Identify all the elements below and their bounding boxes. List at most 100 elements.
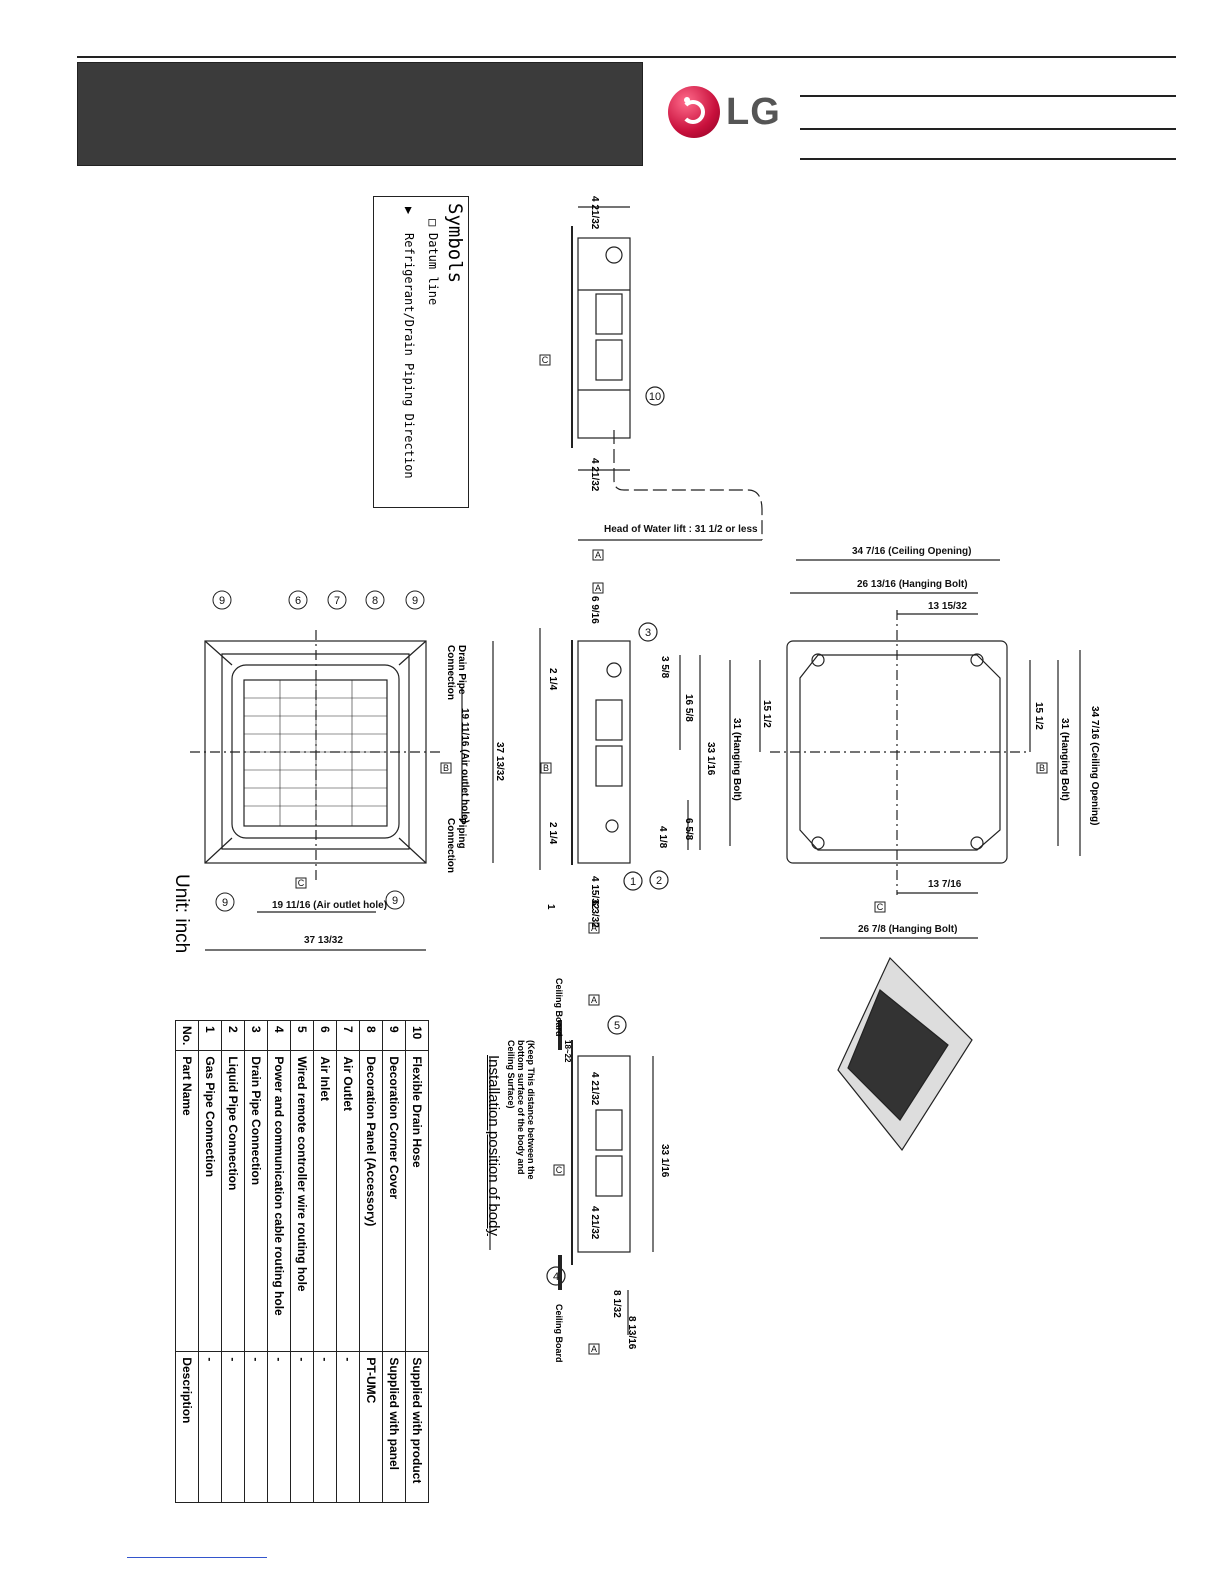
table-cell: Air Inlet [313, 1050, 337, 1352]
table-cell: 8 [359, 1020, 383, 1051]
callout-9-c: 9 [222, 897, 228, 909]
header-rule-1 [800, 95, 1176, 97]
table-cell: Decoration Panel (Accessory) [359, 1050, 383, 1352]
table-cell: - [244, 1351, 268, 1503]
table-cell: - [290, 1351, 314, 1503]
table-cell: Supplied with product [405, 1351, 429, 1503]
install-dim-5: 8 13/16 [626, 1316, 637, 1350]
datum-b-body: B [543, 763, 549, 773]
datum-b-top: B [1039, 763, 1045, 773]
callout-4: 4 [553, 1271, 559, 1283]
top-view-outline [786, 640, 1008, 864]
table-cell: 5 [290, 1020, 314, 1051]
dim-body-10: 1 [545, 904, 556, 910]
callout-9-d: 9 [392, 895, 398, 907]
datum-a-side: A [595, 550, 601, 560]
dim-half-width: 13 15/32 [928, 601, 967, 612]
brand-name: LG [726, 90, 781, 133]
dim-hanging-width: 26 13/16 (Hanging Bolt) [857, 579, 968, 590]
callout-1: 1 [630, 876, 636, 888]
table-cell: 7 [336, 1020, 360, 1051]
table-cell: Flexible Drain Hose [405, 1050, 429, 1352]
dim-hanging-height: 31 (Hanging Bolt) [1059, 718, 1070, 801]
table-cell: 9 [382, 1020, 406, 1051]
dim-body-4: 16 5/8 [683, 694, 694, 722]
dim-front-width: 37 13/32 [304, 935, 343, 946]
dim-front-outlet-v: 19 11/16 (Air outlet hole) [459, 708, 470, 824]
dim-half-width-2: 13 7/16 [928, 879, 962, 890]
table-cell: Liquid Pipe Connection [221, 1050, 245, 1352]
table-cell: Decoration Corner Cover [382, 1050, 406, 1352]
table-cell: Supplied with panel [382, 1351, 406, 1503]
table-cell: Air Outlet [336, 1050, 360, 1352]
dim-side-bottom: 4 21/32 [589, 458, 600, 492]
callout-7: 7 [334, 595, 340, 607]
symbols-legend: Symbols □ Datum line ▶ Refrigerant/Drain… [373, 196, 469, 508]
install-dim-3: 33 1/16 [659, 1144, 670, 1178]
datum-b-front: B [443, 763, 449, 773]
table-cell: Part Name [175, 1050, 199, 1352]
datum-c-top: C [877, 902, 884, 912]
install-note: (Keep This distance between the bottom s… [506, 1040, 536, 1180]
table-cell: - [336, 1351, 360, 1503]
dim-ceiling-width: 34 7/16 (Ceiling Opening) [852, 546, 971, 557]
table-cell: 6 [313, 1020, 337, 1051]
dim-head-lift: Head of Water lift : 31 1/2 or less [604, 524, 758, 535]
table-cell: - [221, 1351, 245, 1503]
dim-front-width-v: 37 13/32 [494, 742, 505, 781]
dim-body-9: 6 3/32 [589, 900, 600, 928]
callout-6: 6 [295, 595, 301, 607]
table-cell: Power and communication cable routing ho… [267, 1050, 291, 1352]
table-cell: - [198, 1351, 222, 1503]
install-dim-4: 8 1/32 [611, 1290, 622, 1318]
callout-5: 5 [614, 1020, 620, 1032]
dim-half-height-2: 15 1/2 [761, 700, 772, 728]
install-title: Installation position of body [485, 1055, 502, 1236]
table-cell: Drain Pipe Connection [244, 1050, 268, 1352]
top-rule [77, 56, 1176, 58]
install-view-body [577, 1055, 631, 1253]
table-cell: 10 [405, 1020, 429, 1051]
table-cell: Wired remote controller wire routing hol… [290, 1050, 314, 1352]
table-cell: PT-UMC [359, 1351, 383, 1503]
footer-link-line [127, 1557, 267, 1558]
dim-hanging-height-2: 31 (Hanging Bolt) [731, 718, 742, 801]
datum-c-side: C [542, 355, 549, 365]
datum-a-install: A [591, 995, 597, 1005]
table-cell: 3 [244, 1020, 268, 1051]
dim-hanging-width-2: 26 7/8 (Hanging Bolt) [858, 924, 957, 935]
callout-10: 10 [649, 391, 661, 403]
datum-c-install: C [556, 1165, 563, 1175]
callout-2: 2 [656, 875, 662, 887]
datum-a-install-bottom: A [591, 1344, 597, 1354]
install-dim-1: 4 21/32 [589, 1072, 600, 1106]
dim-body-7: 6 5/8 [683, 818, 694, 841]
dim-body-2b: 2 1/4 [547, 822, 558, 845]
table-cell: No. [175, 1020, 199, 1051]
lg-logo: LG [668, 86, 781, 138]
drain-pipe-label: Drain Pipe Connection [445, 645, 467, 700]
table-cell: 1 [198, 1020, 222, 1051]
table-cell: Gas Pipe Connection [198, 1050, 222, 1352]
table-cell: 2 [221, 1020, 245, 1051]
callout-9-b: 9 [412, 595, 418, 607]
ceiling-board-bottom: Ceiling Board [554, 1304, 564, 1363]
dim-body-3: 3 5/8 [659, 656, 670, 679]
callout-9-a: 9 [219, 595, 225, 607]
dim-side-top: 4 21/32 [589, 196, 600, 230]
callout-3: 3 [645, 627, 651, 639]
table-cell: 4 [267, 1020, 291, 1051]
dim-body-5: 33 1/16 [705, 742, 716, 776]
dim-half-height: 15 1/2 [1033, 702, 1044, 730]
